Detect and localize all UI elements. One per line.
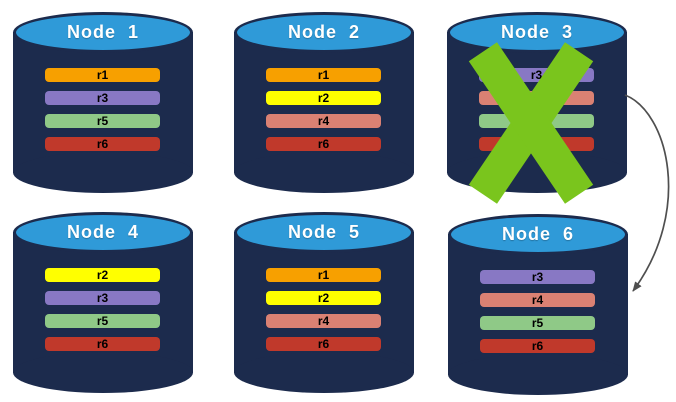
replica-label: r5: [96, 314, 109, 328]
replica-bar-r6: r6: [45, 337, 160, 351]
node-2-cylinder: Node 2 r1 r2 r4 r6: [234, 12, 414, 193]
failover-arrow-path: [624, 94, 670, 292]
replica-label: r4: [531, 293, 544, 307]
node-4-replica-list: r2 r3 r5 r6: [45, 268, 160, 351]
node-6-cylinder: Node 6 r3 r4 r5 r6: [448, 214, 628, 395]
replica-bar-r3: r3: [45, 91, 160, 105]
node-5-cylinder-bottom: [234, 352, 414, 393]
replica-label: r1: [317, 68, 330, 82]
replica-label: r5: [96, 114, 109, 128]
node-1-cylinder: Node 1 r1 r3 r5 r6: [13, 12, 193, 193]
replica-label: r2: [317, 291, 330, 305]
node-2-title: Node 2: [287, 22, 360, 42]
replica-bar-r1: r1: [45, 68, 160, 82]
node-1-title: Node 1: [66, 22, 139, 42]
node-4-title: Node 4: [66, 222, 139, 242]
replica-label: r2: [317, 91, 330, 105]
replica-label: r6: [96, 337, 109, 351]
replica-bar-r2: r2: [266, 91, 381, 105]
replica-bar-r4: r4: [266, 314, 381, 328]
replica-label: r3: [96, 91, 109, 105]
replica-bar-r2: r2: [45, 268, 160, 282]
replica-label: r6: [96, 137, 109, 151]
failure-x-icon: [468, 41, 593, 204]
node-2-replica-list: r1 r2 r4 r6: [266, 68, 381, 151]
node-5-cylinder-top: Node 5: [234, 212, 414, 253]
node-1-cylinder-top: Node 1: [13, 12, 193, 53]
replica-bar-r4: r4: [266, 114, 381, 128]
replica-label: r3: [530, 68, 543, 82]
node-1-cylinder-bottom: [13, 152, 193, 193]
replica-label: r1: [317, 268, 330, 282]
replica-label: r6: [317, 337, 330, 351]
replica-label: r1: [96, 68, 109, 82]
replica-label: r2: [96, 268, 109, 282]
replica-bar-r5: r5: [480, 316, 595, 330]
replica-bar-r6: r6: [266, 137, 381, 151]
replica-bar-r2: r2: [266, 291, 381, 305]
replica-label: r4: [317, 314, 330, 328]
replica-bar-r3: r3: [480, 270, 595, 284]
replica-label: r6: [531, 339, 544, 353]
node-3-title: Node 3: [500, 22, 573, 42]
node-6-cylinder-bottom: [448, 354, 628, 395]
replica-bar-r6: r6: [45, 137, 160, 151]
node-6-cylinder-top: Node 6: [448, 214, 628, 255]
node-5-title: Node 5: [287, 222, 360, 242]
replica-bar-r5: r5: [45, 114, 160, 128]
node-1-replica-list: r1 r3 r5 r6: [45, 68, 160, 151]
node-5-cylinder: Node 5 r1 r2 r4 r6: [234, 212, 414, 393]
replica-bar-r1: r1: [266, 268, 381, 282]
replica-bar-r5: r5: [45, 314, 160, 328]
replica-label: r4: [317, 114, 330, 128]
replica-label: r3: [96, 291, 109, 305]
replica-bar-r3: r3: [45, 291, 160, 305]
node-6-replica-list: r3 r4 r5 r6: [480, 270, 595, 353]
replica-bar-r6: r6: [266, 337, 381, 351]
node-4-cylinder: Node 4 r2 r3 r5 r6: [13, 212, 193, 393]
node-3-cylinder-top: Node 3: [447, 12, 627, 53]
replica-label: r5: [531, 316, 544, 330]
replica-label: r3: [531, 270, 544, 284]
node-3-cylinder: Node 3 r3 r4 r5 r6: [447, 12, 627, 204]
node-4-cylinder-bottom: [13, 352, 193, 393]
replica-bar-r1: r1: [266, 68, 381, 82]
node-4-cylinder-top: Node 4: [13, 212, 193, 253]
node-5-replica-list: r1 r2 r4 r6: [266, 268, 381, 351]
replica-label: r6: [317, 137, 330, 151]
node-2-cylinder-bottom: [234, 152, 414, 193]
node-6-title: Node 6: [501, 224, 574, 244]
node-2-cylinder-top: Node 2: [234, 12, 414, 53]
replica-bar-r4: r4: [480, 293, 595, 307]
replica-bar-r6: r6: [480, 339, 595, 353]
